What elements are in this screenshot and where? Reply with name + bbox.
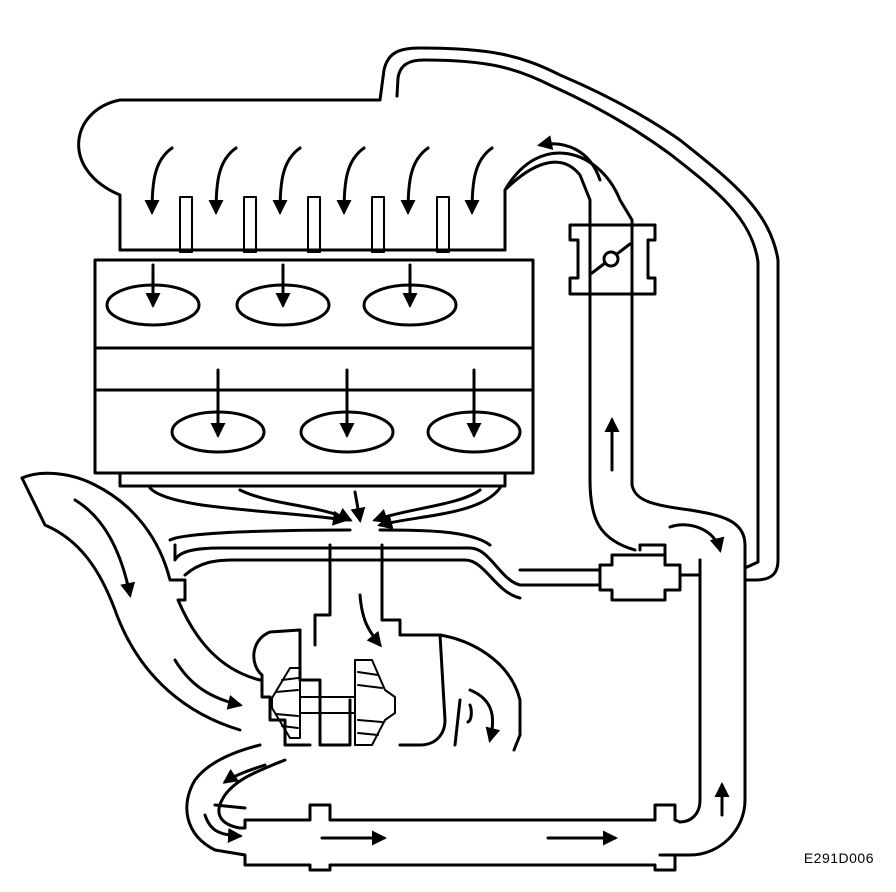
intake-runners <box>179 196 450 253</box>
exhaust-manifold <box>118 471 522 737</box>
throttle-valve-pivot <box>602 250 620 268</box>
turbine-wheel <box>354 659 396 746</box>
engine-block <box>93 258 535 475</box>
bypass-pipe <box>173 543 602 600</box>
turbocharger <box>252 628 447 747</box>
turbo-shaft <box>299 696 356 714</box>
intake-flow-arrows <box>144 135 602 215</box>
intake-plenum <box>77 46 780 582</box>
air-inlet-duct <box>20 471 262 732</box>
figure-code: E291D006 <box>803 850 874 866</box>
intercooler-pipe <box>668 523 730 824</box>
compressor-wheel <box>271 667 301 739</box>
exhaust-outlet <box>453 688 522 752</box>
bypass-valve <box>598 543 702 602</box>
throttle-duct <box>568 198 747 857</box>
compressor-outlet-pipe <box>185 743 682 872</box>
cylinder-flow-arrows <box>145 263 482 438</box>
